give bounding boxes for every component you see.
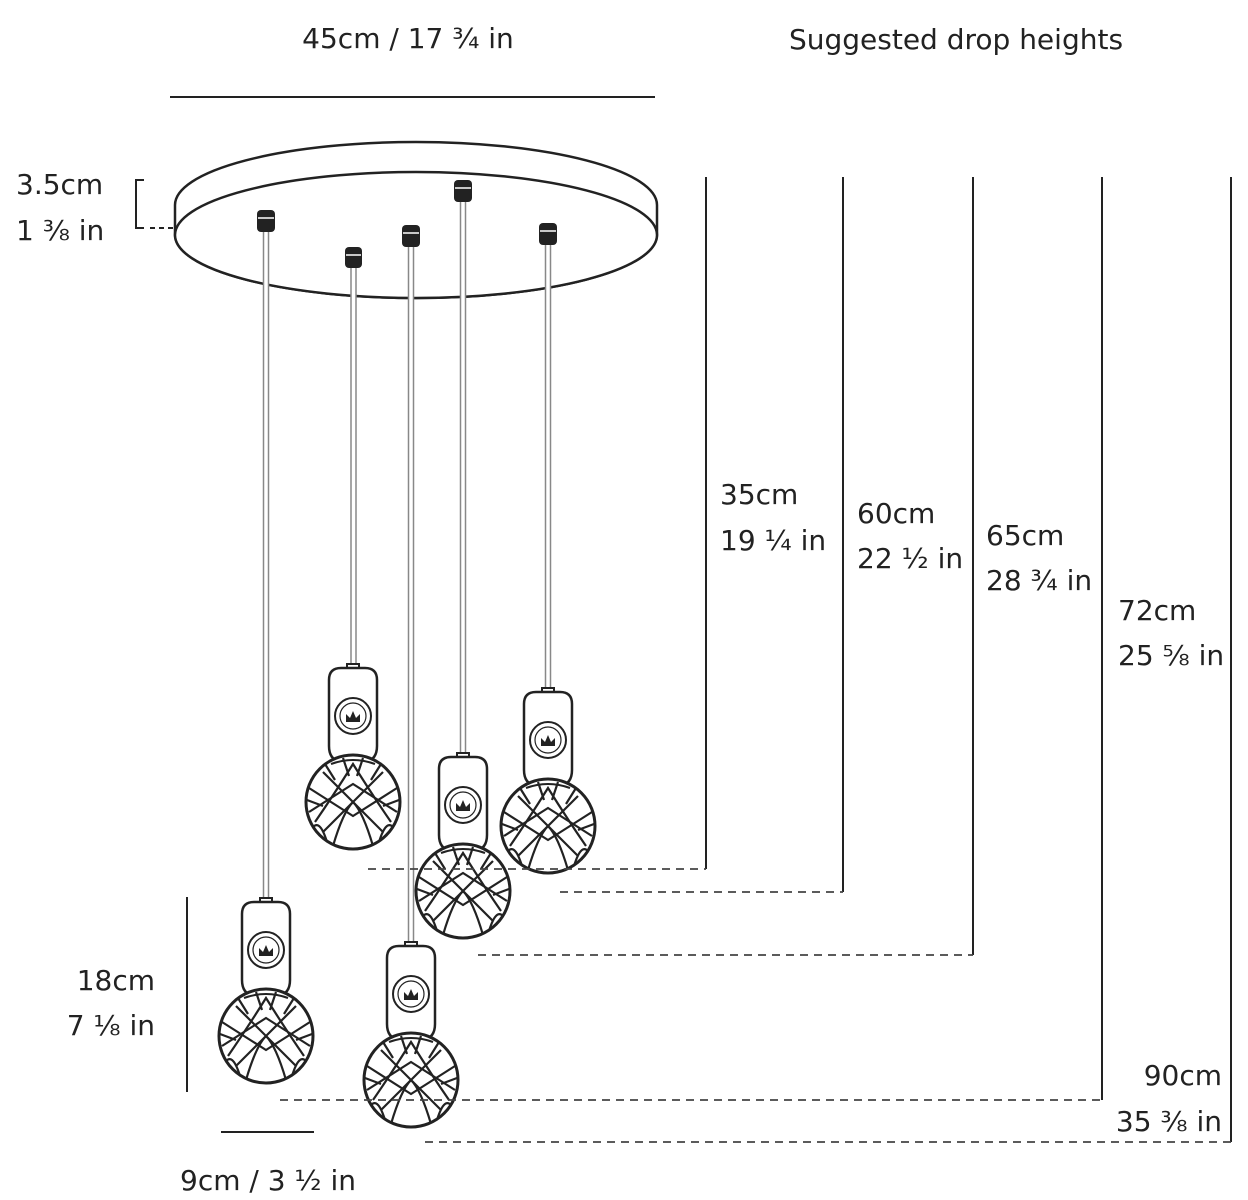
pendant-lamp-1 — [306, 664, 400, 849]
pendant-cords — [257, 180, 557, 945]
canopy-width-label: 45cm / 17 ¾ in — [302, 22, 514, 55]
pendant-lamp-2 — [501, 688, 595, 873]
drop-line-35cm — [368, 177, 707, 870]
cord-1 — [257, 210, 275, 901]
canopy-height-in-label: 1 ⅜ in — [16, 214, 104, 247]
drop-5-cm-label: 90cm — [1144, 1059, 1222, 1092]
drop-line-65cm — [478, 177, 974, 956]
cord-5 — [539, 223, 557, 691]
drop-line-72cm — [280, 177, 1103, 1101]
cord-2 — [345, 247, 362, 667]
drop-2-cm-label: 60cm — [857, 497, 935, 530]
ceiling-canopy — [173, 140, 659, 300]
drop-3-in-label: 28 ¾ in — [986, 564, 1092, 597]
drop-height-lines — [280, 177, 1232, 1143]
drop-4-in-label: 25 ⅝ in — [1118, 639, 1224, 672]
pendant-lamp-4 — [219, 898, 313, 1083]
pendant-height-in-label: 7 ⅛ in — [67, 1009, 155, 1042]
drop-5-in-label: 35 ⅜ in — [1116, 1105, 1222, 1138]
drop-1-in-label: 19 ¼ in — [720, 524, 826, 557]
drop-line-90cm — [425, 177, 1232, 1143]
pendant-width-label: 9cm / 3 ½ in — [180, 1164, 356, 1197]
pendant-height-cm-label: 18cm — [77, 964, 155, 997]
canopy-height-cm-label: 3.5cm — [16, 168, 103, 201]
cord-3 — [402, 225, 420, 945]
drop-heights-heading: Suggested drop heights — [789, 23, 1123, 56]
pendant-lamp-3 — [416, 753, 510, 938]
canopy-height-bracket — [135, 179, 144, 229]
drop-3-cm-label: 65cm — [986, 519, 1064, 552]
drop-line-60cm — [560, 177, 844, 893]
drop-4-cm-label: 72cm — [1118, 594, 1196, 627]
drop-2-in-label: 22 ½ in — [857, 542, 963, 575]
drop-1-cm-label: 35cm — [720, 478, 798, 511]
